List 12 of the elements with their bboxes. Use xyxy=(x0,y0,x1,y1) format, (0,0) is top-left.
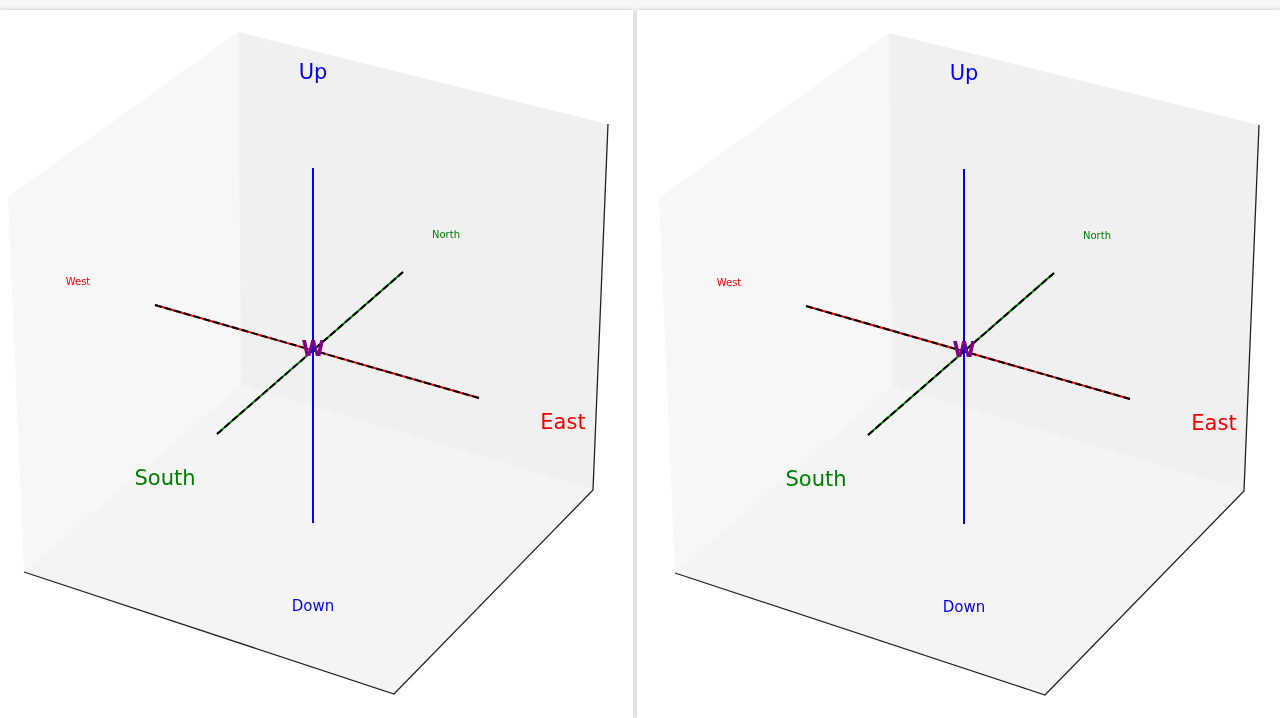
axis-label: Down xyxy=(291,598,335,614)
axis-label: West xyxy=(716,278,742,288)
axis-label: South xyxy=(134,467,196,489)
axis-label: North xyxy=(432,230,460,240)
axis-label: North xyxy=(1083,231,1111,241)
axis-label: Up xyxy=(298,61,328,83)
axis-label: West xyxy=(65,277,91,287)
axis-label: East xyxy=(1191,412,1237,434)
axis-label: Up xyxy=(949,62,979,84)
axis-label: South xyxy=(785,468,847,490)
axis-label: East xyxy=(540,411,586,433)
axis-label: Down xyxy=(942,599,986,615)
